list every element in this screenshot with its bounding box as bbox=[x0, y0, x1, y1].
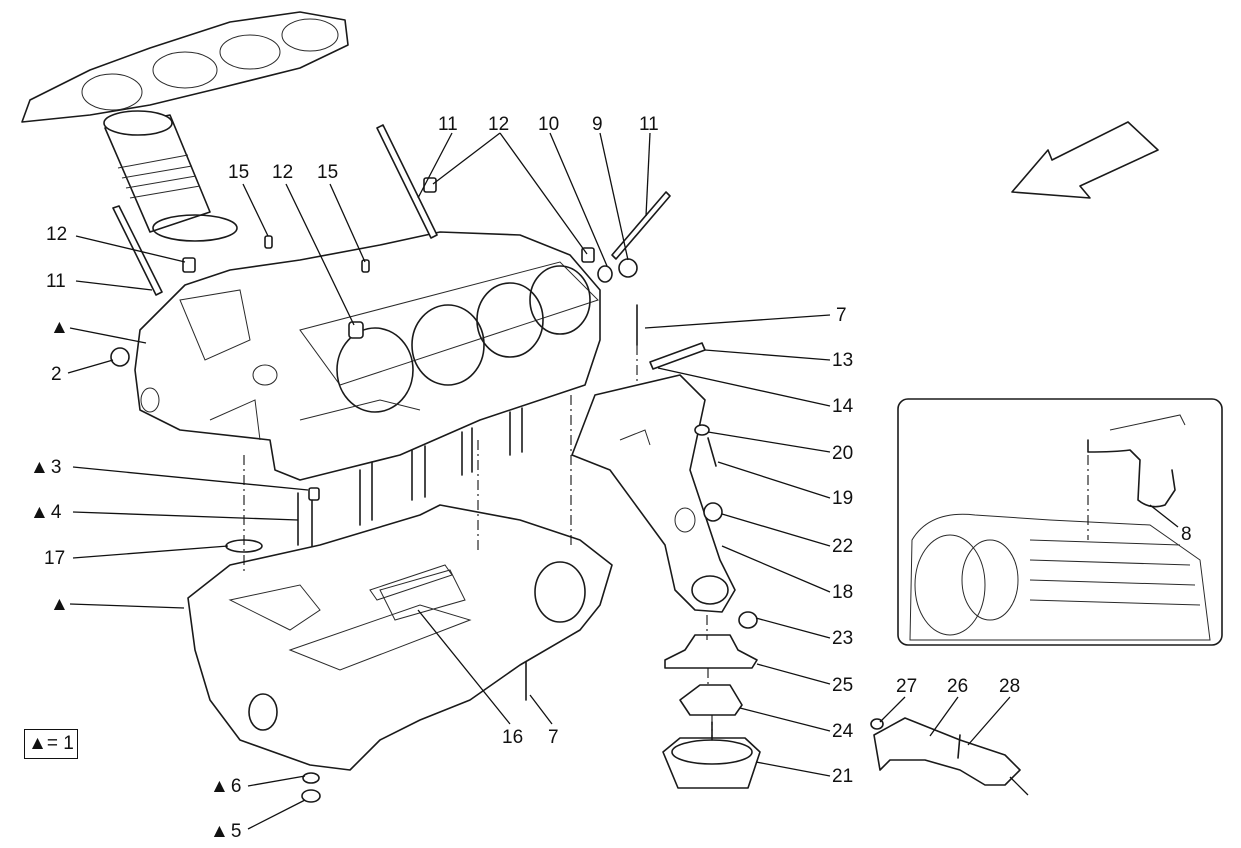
callout-11: 11 bbox=[438, 114, 458, 135]
head-gasket bbox=[21, 11, 349, 123]
callout-8: 8 bbox=[1181, 524, 1192, 545]
callout-labels: 11 12 10 9 11 15 12 15 12 11 ▲ 2 ▲3 ▲4 1… bbox=[30, 114, 1192, 842]
callout-2: 2 bbox=[51, 364, 62, 385]
callout-18: 18 bbox=[832, 582, 853, 603]
upper-crankcase bbox=[134, 231, 601, 481]
callout-7: 7 bbox=[548, 727, 559, 748]
callout-10: 10 bbox=[538, 114, 559, 135]
callout-13: 13 bbox=[832, 350, 853, 371]
callout-3: ▲3 bbox=[30, 457, 61, 478]
callout-4: ▲4 bbox=[30, 502, 62, 523]
callout-14: 14 bbox=[832, 396, 854, 417]
callout-5: ▲5 bbox=[210, 821, 241, 842]
callout-6: ▲6 bbox=[210, 776, 241, 797]
callout-15: 15 bbox=[228, 162, 249, 183]
mount-bracket-25 bbox=[664, 634, 758, 669]
engine-mount-arm bbox=[571, 374, 736, 613]
callout-27: 27 bbox=[896, 676, 917, 697]
callout-26: 26 bbox=[947, 676, 968, 697]
callout-24: 24 bbox=[832, 721, 854, 742]
stud-13 bbox=[649, 342, 706, 370]
callout-21: 21 bbox=[832, 766, 853, 787]
callout-28: 28 bbox=[999, 676, 1020, 697]
callout-17: 17 bbox=[44, 548, 65, 569]
callout-15: 15 bbox=[317, 162, 338, 183]
callout-19: 19 bbox=[832, 488, 853, 509]
mount-pad-24 bbox=[679, 684, 743, 716]
engine-mount-21 bbox=[662, 721, 761, 789]
nut-23 bbox=[738, 611, 758, 629]
callout-16: 16 bbox=[502, 727, 523, 748]
callout-12: 12 bbox=[488, 114, 509, 135]
legend-symbol: ▲ bbox=[28, 733, 47, 754]
callout-9: 9 bbox=[592, 114, 603, 135]
callout-triangle: ▲ bbox=[50, 317, 69, 338]
callout-22: 22 bbox=[832, 536, 853, 557]
small-parts bbox=[110, 177, 638, 367]
callout-25: 25 bbox=[832, 675, 853, 696]
assembly-center-lines bbox=[243, 345, 713, 738]
legend-box: ▲= 1 bbox=[24, 729, 78, 759]
bolt-19 bbox=[707, 437, 717, 467]
callout-20: 20 bbox=[832, 443, 853, 464]
callout-7: 7 bbox=[836, 305, 847, 326]
crankcase-studs bbox=[359, 407, 523, 526]
inset-gearbox-detail bbox=[897, 398, 1223, 646]
callout-11: 11 bbox=[46, 271, 66, 292]
leader-lines bbox=[67, 132, 1179, 830]
washer-6 bbox=[302, 772, 320, 784]
lower-crankcase bbox=[187, 504, 613, 771]
bracket-26 bbox=[870, 717, 1021, 786]
callout-triangle: ▲ bbox=[50, 594, 69, 615]
callout-12: 12 bbox=[46, 224, 67, 245]
cylinder-liner bbox=[103, 110, 238, 242]
callout-11: 11 bbox=[639, 114, 659, 135]
callout-23: 23 bbox=[832, 628, 853, 649]
callout-12: 12 bbox=[272, 162, 293, 183]
washer-20 bbox=[694, 424, 710, 436]
direction-arrow-icon bbox=[1011, 121, 1159, 199]
nut-5 bbox=[301, 789, 321, 803]
legend-text: = 1 bbox=[46, 733, 74, 754]
